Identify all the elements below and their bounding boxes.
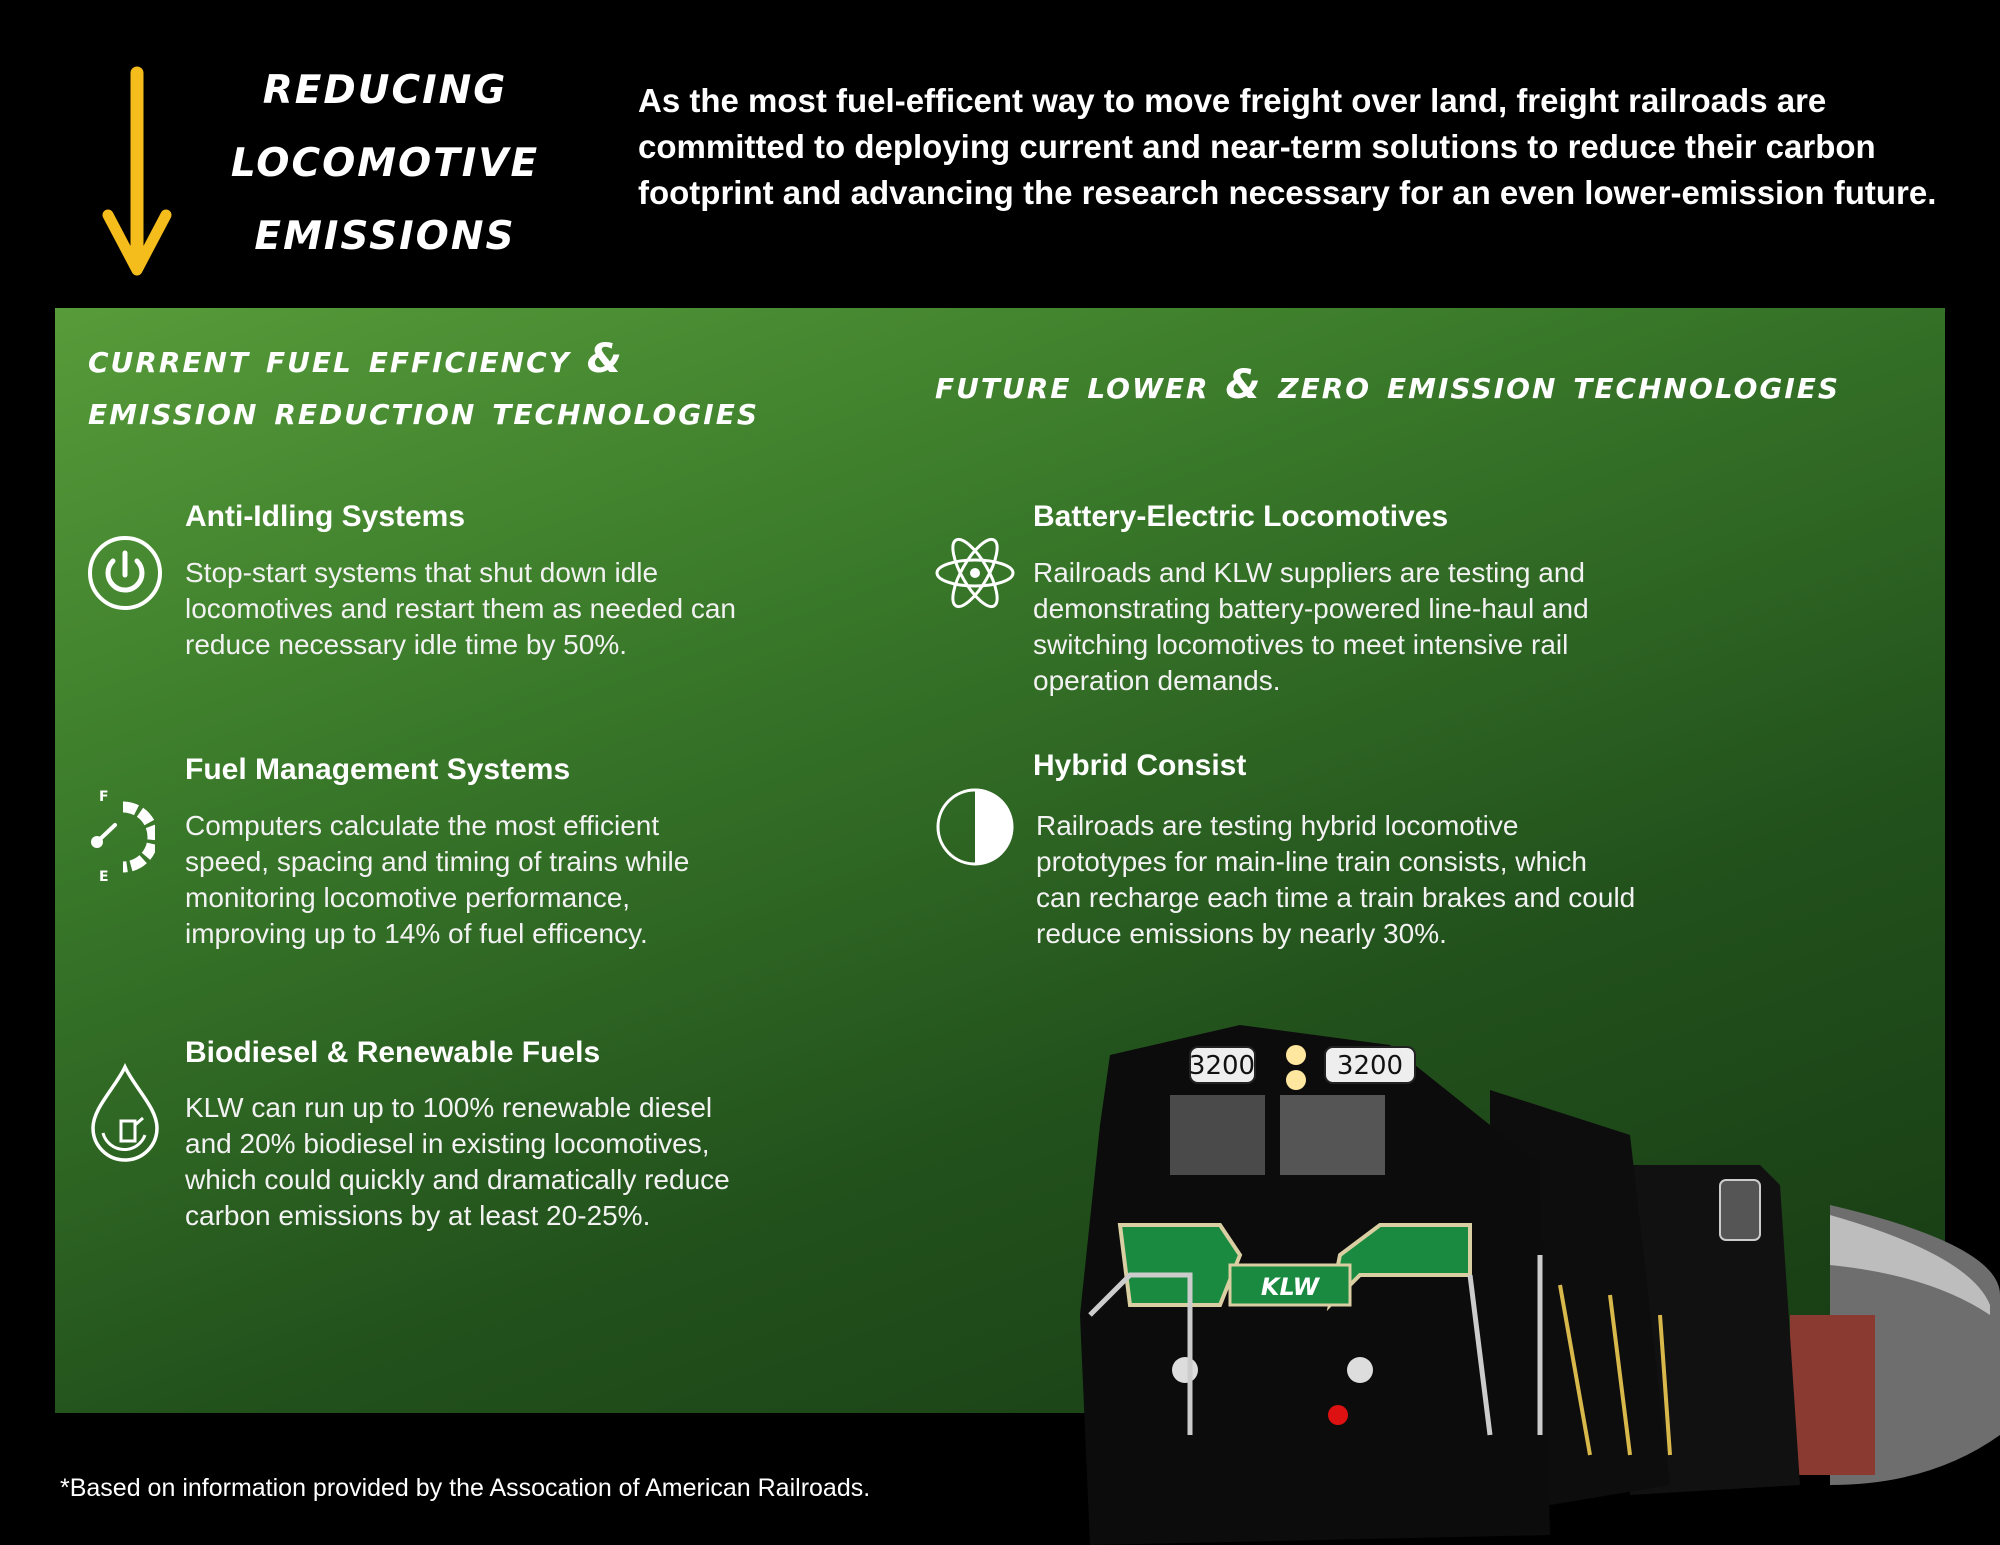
title-line: Emissions [254, 198, 516, 263]
item-title: Fuel Management Systems [185, 753, 571, 786]
heading-line: Emission Reduction Technologies [88, 388, 760, 434]
current-technologies-heading: Current Fuel Efficiency & Emission Reduc… [88, 333, 848, 437]
fuel-gauge-icon: F E [91, 789, 155, 885]
footnote: *Based on information provided by the As… [60, 1474, 871, 1502]
down-arrow-icon [102, 66, 172, 276]
future-technologies-heading: Future Lower & Zero Emission Technologie… [935, 362, 1841, 408]
locomotive-logo: KLW [1261, 1273, 1321, 1301]
item-text: Railroads and KLW suppliers are testing … [1033, 557, 1589, 696]
title-line: Locomotive [230, 125, 540, 190]
number-board: 3200 [1337, 1051, 1403, 1081]
gauge-empty-label: E [99, 869, 109, 885]
item-text: Railroads are testing hybrid locomotive … [1036, 810, 1636, 949]
item-text: Computers calculate the most efficient s… [185, 810, 690, 949]
number-board: 3200 [1189, 1051, 1255, 1081]
gauge-full-label: F [99, 789, 109, 805]
item-title: Hybrid Consist [1033, 749, 1247, 782]
page-title: Reducing Locomotive Emissions [190, 48, 580, 267]
half-circle-icon [936, 788, 1014, 866]
fuel-drop-icon [91, 1063, 159, 1162]
locomotive-photo: 3200 3200 KLW [1080, 1025, 2000, 1545]
item-text: KLW can run up to 100% renewable diesel … [185, 1092, 730, 1231]
item-title: Biodiesel & Renewable Fuels [185, 1036, 601, 1069]
power-icon [88, 536, 162, 610]
heading-line: Current Fuel Efficiency & [88, 336, 624, 382]
item-title: Anti-Idling Systems [185, 500, 466, 533]
item-title: Battery-Electric Locomotives [1033, 500, 1449, 533]
item-text: Stop-start systems that shut down idle l… [185, 557, 736, 660]
atom-icon [935, 537, 1015, 609]
title-line: Reducing [262, 52, 508, 117]
intro-text: As the most fuel-efficent way to move fr… [638, 82, 1937, 211]
